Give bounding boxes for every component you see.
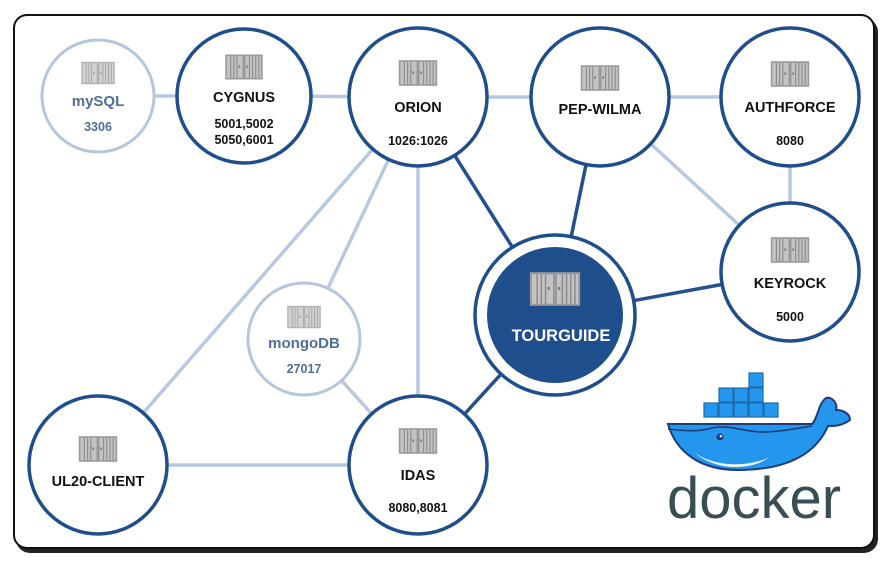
container-icon: [770, 60, 810, 88]
node-ul20-client-name: UL20-CLIENT: [52, 474, 145, 490]
node-keyrock-name: KEYROCK: [754, 276, 827, 292]
node-mysql[interactable]: mySQL 3306: [40, 38, 156, 154]
node-mysql-port: 3306: [84, 120, 112, 134]
docker-logo: docker: [667, 470, 841, 530]
node-idas-port: 8080,8081: [388, 501, 447, 515]
node-cygnus-port-line-1: 5001,5002: [214, 117, 273, 131]
edge-orion-ul20-client: [96, 95, 420, 467]
container-icon: [398, 427, 438, 455]
node-cygnus-port-line-2: 5050,6001: [214, 133, 273, 147]
container-icon: [580, 64, 620, 92]
node-authforce[interactable]: AUTHFORCE 8080: [719, 26, 861, 168]
node-cygnus[interactable]: CYGNUS 5001,5002 5050,6001: [175, 27, 313, 165]
node-authforce-name: AUTHFORCE: [744, 100, 835, 116]
container-icon: [78, 435, 118, 463]
container-icon: [398, 59, 438, 87]
container-icon: [529, 271, 581, 307]
node-mongodb-port: 27017: [287, 362, 322, 376]
node-pep-wilma-name: PEP-WILMA: [559, 102, 642, 118]
node-orion-name: ORION: [394, 100, 442, 116]
container-icon: [286, 305, 322, 329]
container-icon: [224, 53, 264, 81]
node-ul20-client[interactable]: UL20-CLIENT: [27, 394, 169, 536]
container-icon: [80, 61, 116, 85]
node-keyrock-port: 5000: [776, 310, 804, 324]
node-idas-name: IDAS: [401, 468, 436, 484]
node-pep-wilma[interactable]: PEP-WILMA: [529, 26, 671, 168]
node-cygnus-name: CYGNUS: [213, 90, 275, 106]
docker-wordmark: docker: [667, 470, 841, 530]
node-mongodb-name: mongoDB: [268, 335, 340, 352]
node-keyrock[interactable]: KEYROCK 5000: [719, 201, 861, 343]
node-idas[interactable]: IDAS 8080,8081: [347, 394, 489, 536]
node-mysql-name: mySQL: [72, 93, 125, 110]
node-mongodb[interactable]: mongoDB 27017: [246, 281, 362, 397]
node-orion[interactable]: ORION 1026:1026: [347, 26, 489, 168]
node-tourguide-name: TOURGUIDE: [512, 327, 611, 345]
docker-whale-icon: [666, 372, 852, 472]
node-orion-port: 1026:1026: [388, 134, 448, 148]
node-authforce-port: 8080: [776, 134, 804, 148]
container-icon: [770, 236, 810, 264]
node-tourguide[interactable]: TOURGUIDE: [473, 233, 637, 397]
